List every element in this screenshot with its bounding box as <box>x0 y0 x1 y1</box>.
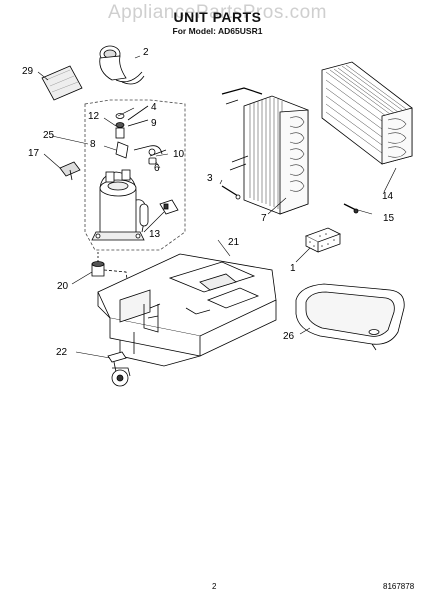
callout-26: 26 <box>283 331 295 342</box>
callout-9: 9 <box>151 118 157 129</box>
part-14-condenser <box>321 61 413 165</box>
part-2-duct <box>99 45 145 85</box>
part-4-9-12-hardware <box>115 113 125 139</box>
callout-20: 20 <box>57 281 69 292</box>
callout-7: 7 <box>261 213 267 224</box>
model-subtitle: For Model: AD65USR1 <box>172 26 263 36</box>
part-8-10-fittings <box>115 141 163 159</box>
callout-17: 17 <box>28 148 40 159</box>
page-number: 2 <box>212 582 217 591</box>
watermark-text: AppliancePartsPros.com <box>107 2 328 23</box>
document-number: 8167878 <box>383 582 415 591</box>
part-3-screw <box>221 185 241 200</box>
part-26-drain-pan <box>295 283 405 351</box>
compressor <box>91 169 149 241</box>
diagram-title: UNIT PARTS <box>173 9 262 25</box>
part-13-relay <box>159 199 179 215</box>
callout-22: 22 <box>56 347 68 358</box>
callout-14: 14 <box>382 191 394 202</box>
callout-21: 21 <box>228 237 240 248</box>
callout-12: 12 <box>88 111 100 122</box>
callout-25: 25 <box>43 130 55 141</box>
callout-10: 10 <box>173 149 185 160</box>
callout-13: 13 <box>149 229 161 240</box>
callout-2: 2 <box>143 47 149 58</box>
callout-3: 3 <box>207 173 213 184</box>
part-1-foam <box>304 227 342 253</box>
callout-4: 4 <box>151 102 157 113</box>
callout-6: 6 <box>154 163 160 174</box>
part-29-pad <box>41 65 83 101</box>
callout-8: 8 <box>90 139 96 150</box>
part-15-screw <box>343 203 359 214</box>
part-6-cap <box>148 157 157 165</box>
part-7-coil <box>221 87 309 215</box>
part-17-bracket <box>59 161 81 181</box>
part-22-caster <box>107 351 131 387</box>
callout-1: 1 <box>290 263 296 274</box>
part-21-base-pan <box>97 253 277 367</box>
callout-15: 15 <box>383 213 395 224</box>
callout-29: 29 <box>22 66 34 77</box>
